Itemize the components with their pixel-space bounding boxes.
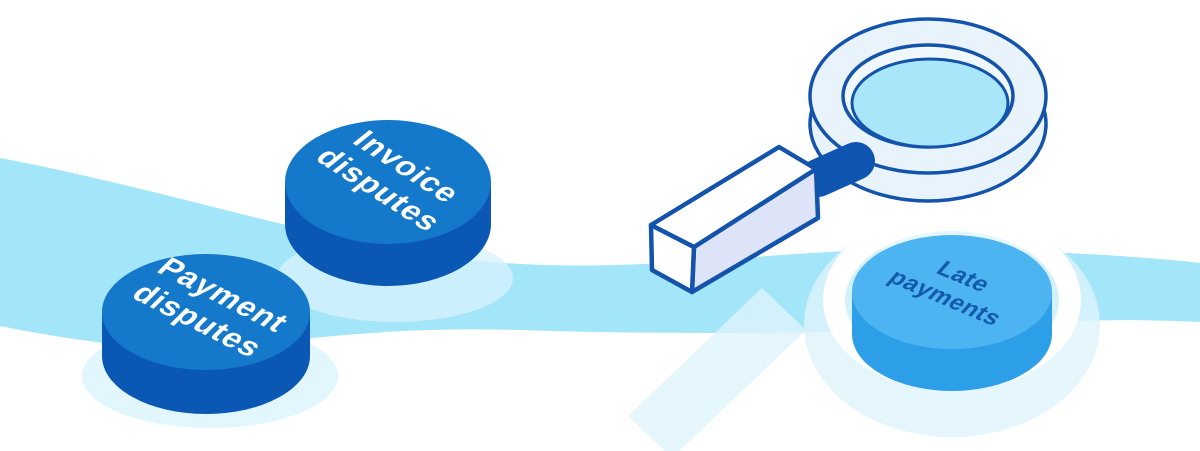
magnifier-shadow-handle [628,288,806,451]
disc-top [102,254,310,370]
disc-top [852,235,1052,349]
magnifying-glass-icon [648,17,1048,295]
magnifier-handle [648,144,821,295]
disc-top [285,120,491,244]
magnifier-handle-top-face [648,144,819,250]
disc-invoice-disputes: Invoice disputes [285,120,491,286]
magnifier-ferrule [799,142,875,197]
magnifier-lens [850,57,1010,149]
disc-payment-disputes: Payment disputes [102,251,310,414]
disc-late-payments: Late payments [852,235,1052,391]
